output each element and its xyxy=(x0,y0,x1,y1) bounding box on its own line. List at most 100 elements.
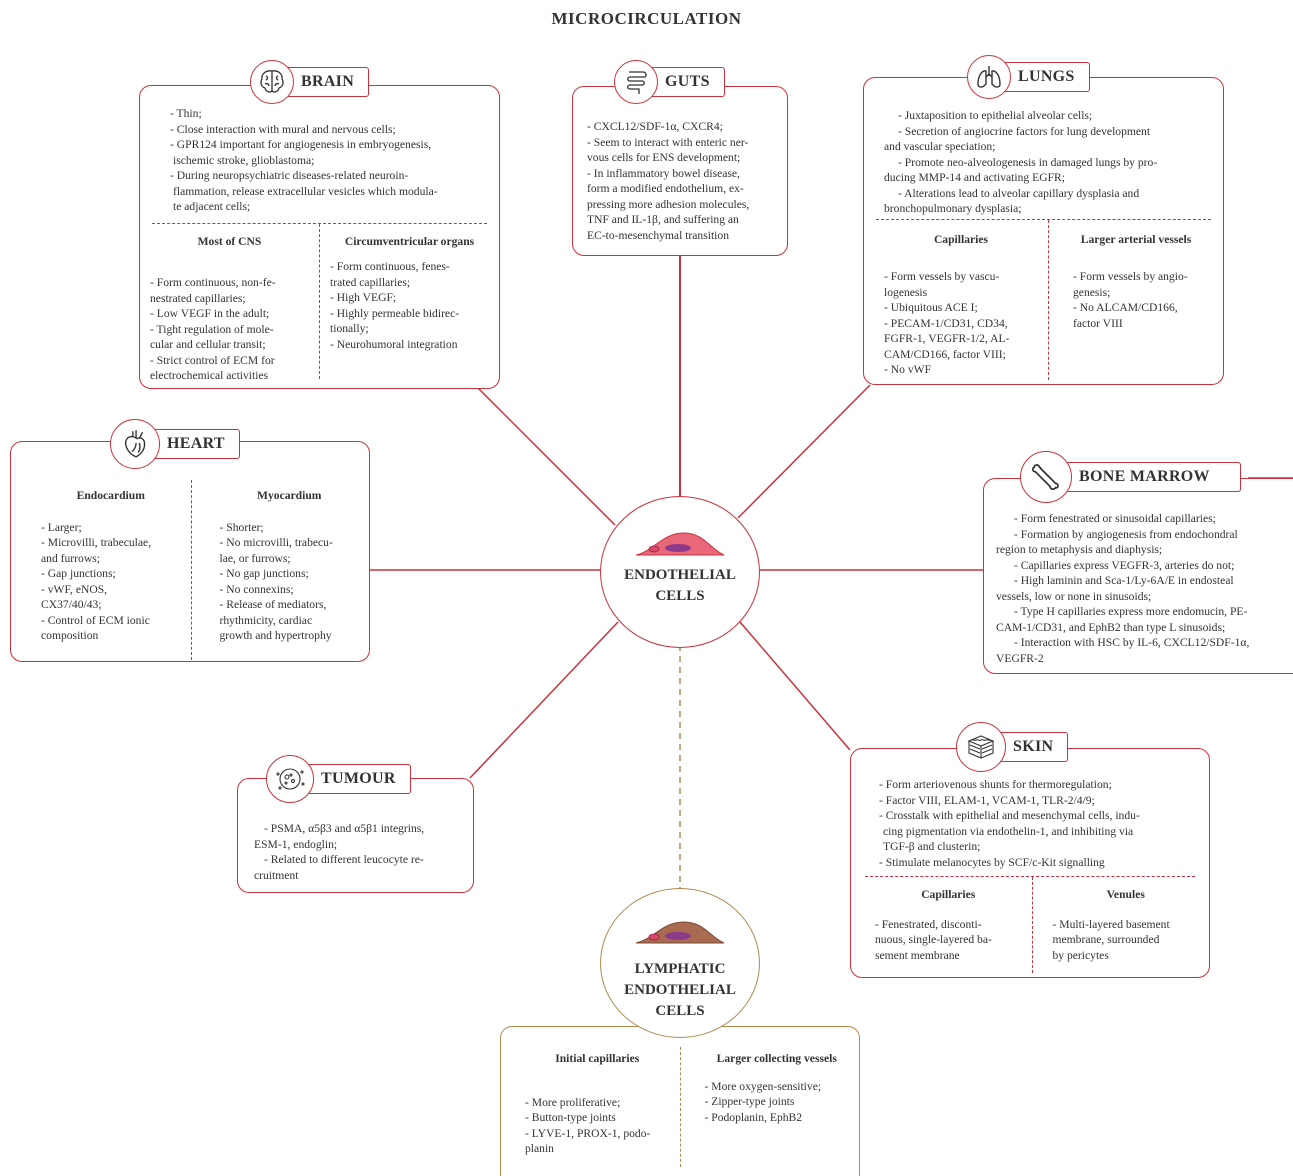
bone-marrow-item: - Interaction with HSC by IL-6, CXCL12/S… xyxy=(1014,636,1250,650)
heart-right-item: lae, or furrows; xyxy=(219,551,291,565)
brain-right-item: - High VEGF; xyxy=(330,291,397,305)
heart-right-item: - No microvilli, trabecu- xyxy=(219,536,333,550)
heart-left-item: CX37/40/43; xyxy=(41,598,102,612)
tumour-title: TUMOUR xyxy=(296,764,411,794)
heart-icon xyxy=(110,419,160,469)
bone-marrow-item: - High laminin and Sca-1/Ly-6A/E in endo… xyxy=(1014,574,1234,588)
lungs-left-item: CAM/CD166, factor VIII; xyxy=(884,347,1006,361)
connector-tumour xyxy=(469,621,619,779)
guts-item: form a modified endothelium, ex- xyxy=(587,182,744,196)
lymphatic-left-col: Initial capillaries - More proliferative… xyxy=(501,1027,680,1167)
bone-marrow-list: - Form fenestrated or sinusoidal capilla… xyxy=(984,479,1293,666)
lymphatic-right-item: - Zipper-type joints xyxy=(704,1095,795,1109)
guts-item: TNF and IL-1β, and suffering an xyxy=(587,213,739,227)
lymphatic-box: Initial capillaries - More proliferative… xyxy=(500,1026,860,1176)
brain-left-item: - Strict control of ECM for xyxy=(150,353,275,367)
lungs-right-item: factor VIII xyxy=(1073,316,1123,330)
lymphatic-left-item: - More proliferative; xyxy=(525,1095,621,1109)
connector-skin xyxy=(739,621,851,751)
tumour-item: cruitment xyxy=(254,868,299,882)
lymphatic-endothelial-cells-node: LYMPHATIC ENDOTHELIAL CELLS xyxy=(600,888,760,1038)
guts-box: - CXCL12/SDF-1α, CXCR4; - Seem to intera… xyxy=(572,86,788,256)
skin-right-item: by pericytes xyxy=(1052,948,1109,962)
connector-lungs xyxy=(737,384,871,519)
lymphatic-right-item: - Podoplanin, EphB2 xyxy=(704,1110,803,1124)
bone-marrow-item: - Formation by angiogenesis from endocho… xyxy=(1014,527,1238,541)
bone-marrow-item: CAM-1/CD31, and EphB2 than type L sinuso… xyxy=(996,620,1226,634)
lungs-left-item: logenesis xyxy=(884,285,928,299)
heart-label: HEART xyxy=(110,419,240,469)
skin-box: - Form arteriovenous shunts for thermore… xyxy=(850,748,1210,978)
lungs-item: ducing MMP-14 and activating EGFR; xyxy=(884,171,1065,185)
tumour-cell-icon xyxy=(266,755,314,803)
bone-marrow-item: vessels, low or none in sinusoids; xyxy=(996,589,1152,603)
lymphatic-left-title: Initial capillaries xyxy=(555,1052,640,1065)
lungs-list: - Juxtaposition to epithelial alveolar c… xyxy=(864,78,1223,217)
brain-left-title: Most of CNS xyxy=(197,234,262,248)
lungs-icon xyxy=(967,55,1011,99)
guts-item: pressing more adhesion molecules, xyxy=(587,197,750,211)
bone-marrow-item: region to metaphysis and diaphysis; xyxy=(996,543,1163,557)
lungs-left-item: - Form vessels by vascu- xyxy=(884,270,1000,284)
lymphatic-label-line: CELLS xyxy=(655,1003,705,1019)
bone-marrow-item: VEGFR-2 xyxy=(996,651,1044,665)
divider xyxy=(865,876,1195,878)
guts-label: GUTS xyxy=(614,60,725,104)
guts-item: - In inflammatory bowel disease, xyxy=(587,166,740,180)
tumour-label: TUMOUR xyxy=(266,755,411,803)
skin-left-title: Capillaries xyxy=(921,888,976,902)
lymphatic-right-title: Larger collecting vessels xyxy=(716,1052,837,1065)
bone-marrow-item: - Type H capillaries express more endomu… xyxy=(1014,605,1248,619)
brain-item: - During neuropsychiatric diseases-relat… xyxy=(170,169,409,183)
lungs-right-title: Larger arterial vessels xyxy=(1080,232,1192,246)
skin-left-col: Capillaries - Fenestrated, disconti- nuo… xyxy=(851,877,1032,973)
skin-item: - Stimulate melanocytes by SCF/c-Kit sig… xyxy=(879,855,1105,869)
skin-list: - Form arteriovenous shunts for thermore… xyxy=(851,749,1209,870)
guts-item: EC-to-mesenchymal transition xyxy=(587,228,729,242)
heart-left-title: Endocardium xyxy=(76,489,145,502)
tumour-item: ESM-1, endoglin; xyxy=(254,837,338,851)
brain-left-item: - Tight regulation of mole- xyxy=(150,322,274,336)
bone-marrow-box: - Form fenestrated or sinusoidal capilla… xyxy=(983,478,1293,674)
skin-left-item: nuous, single-layered ba- xyxy=(875,933,992,947)
brain-right-item: - Highly permeable bidirec- xyxy=(330,306,460,320)
lungs-item: - Secretion of angiocrine factors for lu… xyxy=(898,124,1151,138)
lymphatic-cell-icon xyxy=(635,921,725,944)
lungs-left-item: - PECAM-1/CD31, CD34, xyxy=(884,316,1008,330)
lymphatic-label-line: LYMPHATIC xyxy=(634,961,726,977)
bone-marrow-connector xyxy=(1248,477,1293,479)
heart-box: Endocardium - Larger; - Microvilli, trab… xyxy=(10,441,370,662)
heart-right-item: - Shorter; xyxy=(219,520,264,534)
guts-item: - Seem to interact with enteric ner- xyxy=(587,135,749,149)
lungs-item: bronchopulmonary dysplasia; xyxy=(884,202,1022,216)
lungs-left-item: - No vWF xyxy=(884,363,932,377)
bone-marrow-title: BONE MARROW xyxy=(1054,462,1241,492)
heart-left-item: - vWF, eNOS, xyxy=(41,582,108,596)
tumour-list: - PSMA, α5β3 and α5β1 integrins, ESM-1, … xyxy=(238,779,473,883)
skin-label: SKIN xyxy=(956,722,1069,772)
tumour-item: - PSMA, α5β3 and α5β1 integrins, xyxy=(264,822,425,835)
lymphatic-left-item: - LYVE-1, PROX-1, podo- xyxy=(525,1126,651,1140)
brain-right-item: trated capillaries; xyxy=(330,275,411,289)
lymphatic-right-col: Larger collecting vessels - More oxygen-… xyxy=(679,1047,860,1167)
guts-item: vous cells for ENS development; xyxy=(587,151,741,165)
divider xyxy=(152,222,487,224)
lungs-left-title: Capillaries xyxy=(933,232,989,246)
tumour-item: - Related to different leucocyte re- xyxy=(264,853,424,867)
brain-item: ischemic stroke, glioblastoma; xyxy=(173,153,315,167)
lungs-item: - Promote neo-alveologenesis in damaged … xyxy=(898,155,1158,169)
brain-left-item: electrochemical activities xyxy=(150,369,269,383)
skin-item: - Crosstalk with epithelial and mesenchy… xyxy=(879,809,1140,823)
divider xyxy=(876,218,1211,220)
skin-item: cing pigmentation via endothelin-1, and … xyxy=(883,824,1134,838)
bone-marrow-item: - Capillaries express VEGFR-3, arteries … xyxy=(1014,558,1235,572)
brain-left-item: nestrated capillaries; xyxy=(150,291,246,305)
skin-left-item: - Fenestrated, disconti- xyxy=(875,917,982,931)
lungs-left-item: FGFR-1, VEGFR-1/2, AL- xyxy=(884,332,1010,346)
brain-left-item: - Low VEGF in the adult; xyxy=(150,307,270,321)
brain-right-title: Circumventricular organs xyxy=(344,234,475,248)
heart-right-title: Myocardium xyxy=(257,489,322,502)
endothelial-cell-icon xyxy=(635,532,725,556)
brain-list: - Thin; - Close interaction with mural a… xyxy=(140,86,499,215)
lungs-box: - Juxtaposition to epithelial alveolar c… xyxy=(863,77,1224,385)
